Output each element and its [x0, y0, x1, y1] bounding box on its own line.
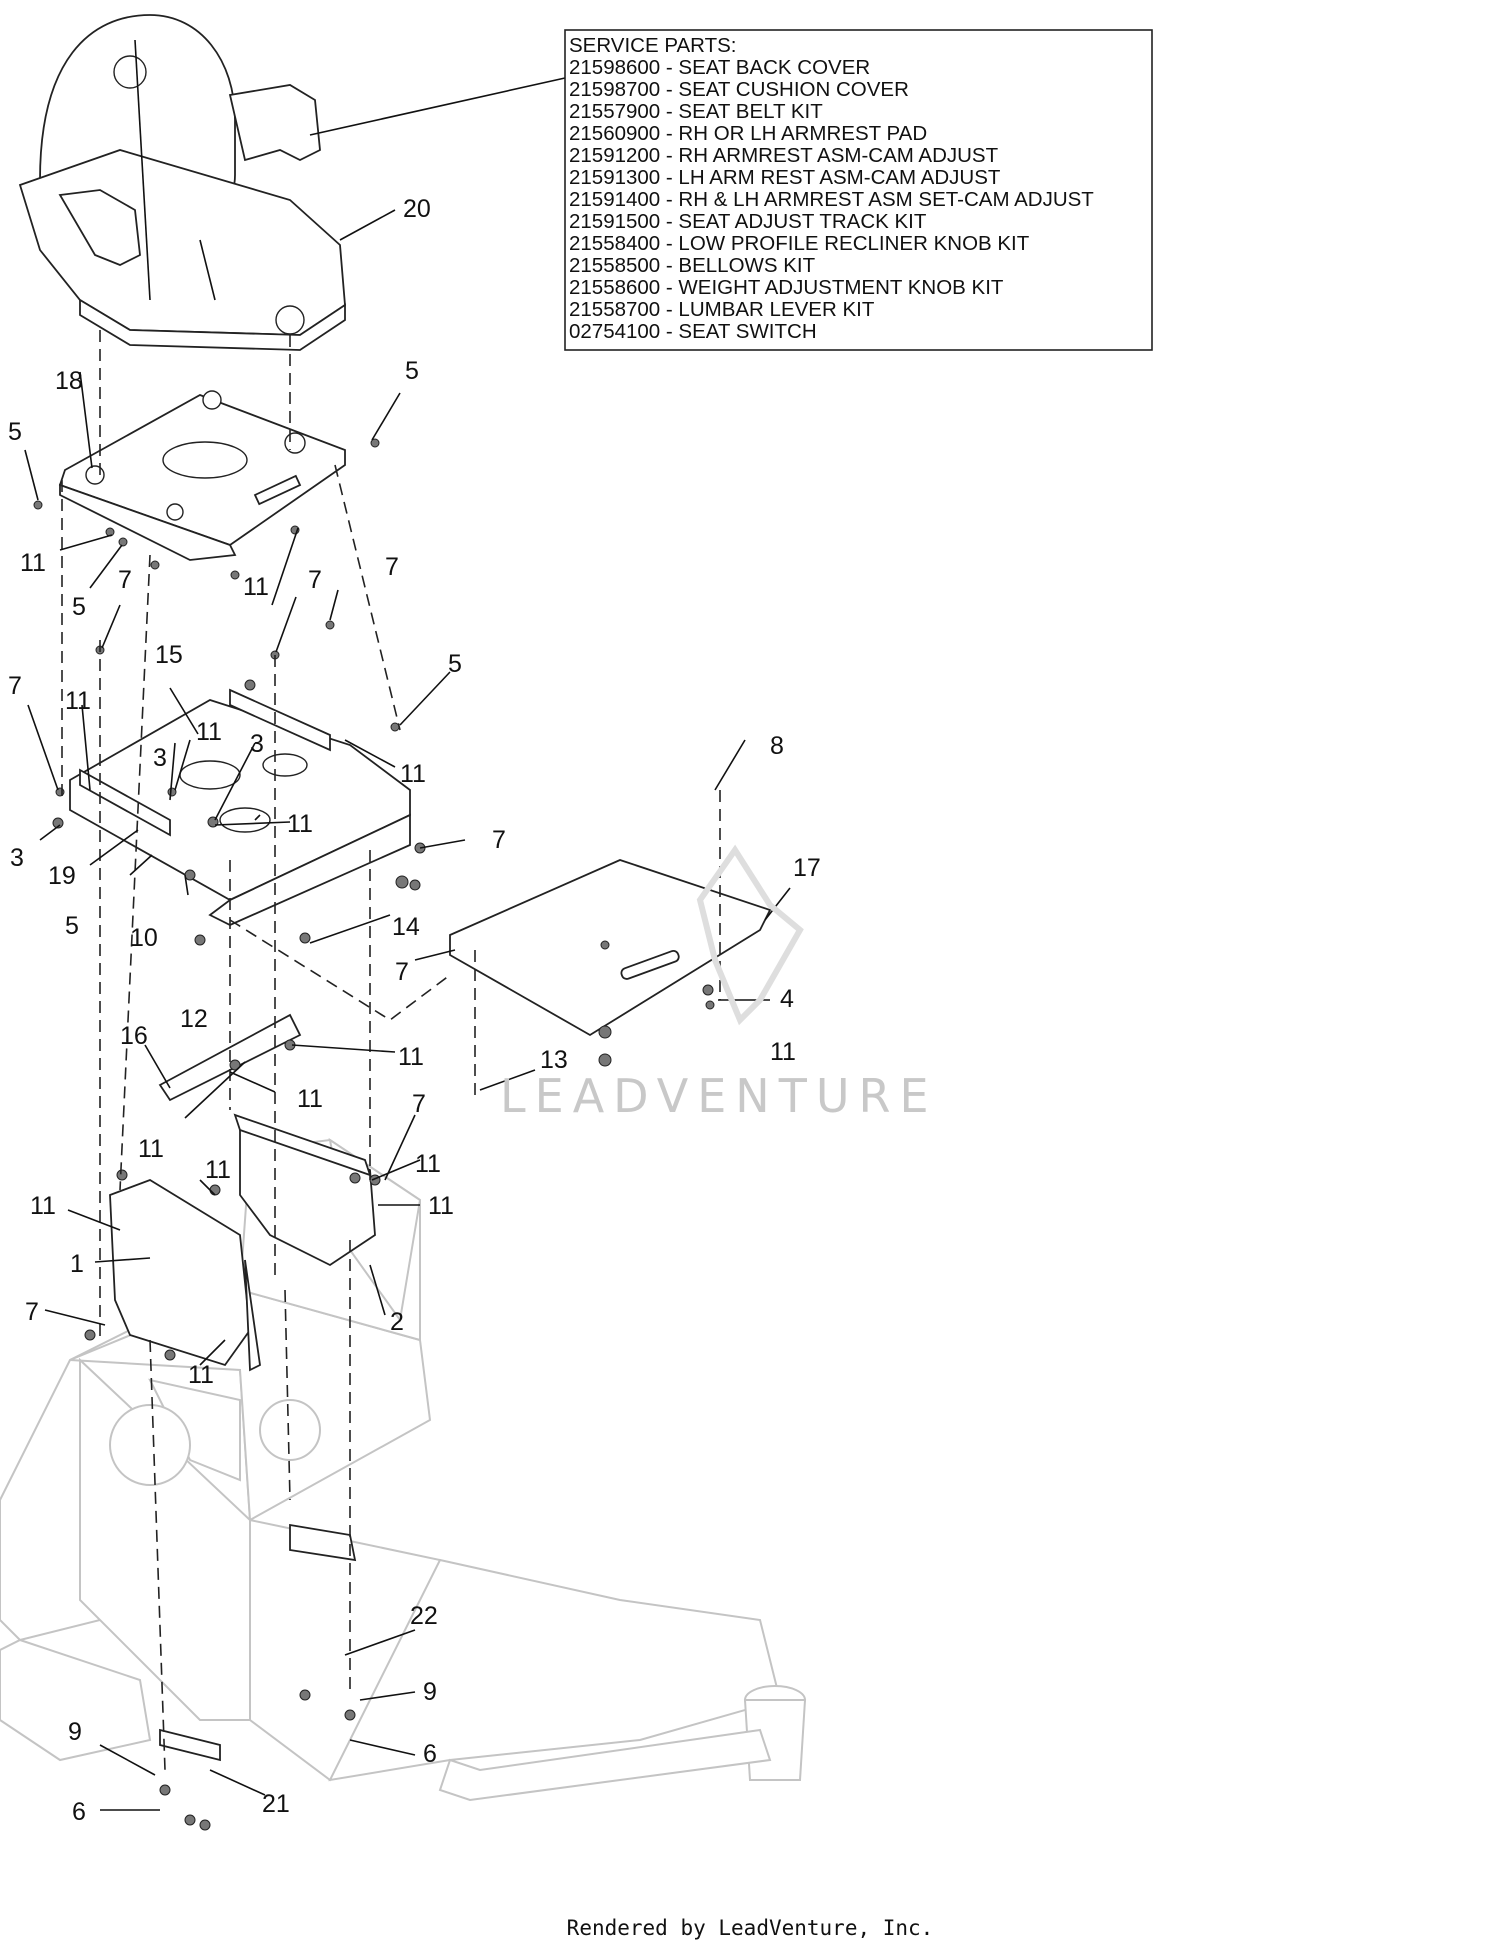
callout-label: 11 — [243, 573, 269, 601]
seat-slide-plate — [69, 688, 411, 926]
callout-label: 9 — [68, 1718, 82, 1746]
leader-lines — [24, 77, 791, 1811]
lower-brackets — [109, 1013, 376, 1762]
service-part-line: 21558400 - LOW PROFILE RECLINER KNOB KIT — [569, 232, 1030, 255]
callout-label: 5 — [72, 593, 86, 621]
callout-label: 18 — [55, 367, 83, 395]
service-parts-title: SERVICE PARTS: — [569, 34, 736, 57]
service-part-line: 02754100 - SEAT SWITCH — [569, 320, 817, 343]
callout-label: 7 — [385, 553, 399, 581]
callout-label: 15 — [155, 641, 183, 669]
service-part-line: 21558700 - LUMBAR LEVER KIT — [569, 298, 875, 321]
callout-label: 5 — [65, 912, 79, 940]
service-part-line: 21591400 - RH & LH ARMREST ASM SET-CAM A… — [569, 188, 1094, 211]
callout-labels: 20 18 5 5 11 5 7 11 7 7 15 5 7 11 11 3 3… — [8, 195, 821, 1826]
service-part-line: 21557900 - SEAT BELT KIT — [569, 100, 823, 123]
callout-label: 17 — [793, 854, 821, 882]
callout-label: 11 — [196, 718, 222, 746]
seat-assembly — [18, 14, 346, 351]
callout-label: 7 — [412, 1090, 426, 1118]
render-credit: Rendered by LeadVenture, Inc. — [566, 1916, 934, 1940]
callout-label: 11 — [428, 1192, 454, 1220]
callout-label: 21 — [262, 1790, 290, 1818]
callout-label: 2 — [390, 1308, 404, 1336]
callout-label: 11 — [398, 1043, 424, 1071]
callout-label: 1 — [70, 1250, 84, 1278]
callout-label: 16 — [120, 1022, 148, 1050]
seat-mount-plate — [58, 390, 346, 561]
callout-label: 7 — [492, 826, 506, 854]
floor-pan — [449, 859, 772, 1037]
callout-label: 22 — [410, 1602, 438, 1630]
callout-label: 11 — [30, 1192, 56, 1220]
callout-label: 19 — [48, 862, 76, 890]
callout-label: 5 — [405, 357, 419, 385]
callout-label: 9 — [423, 1678, 437, 1706]
callout-label: 4 — [780, 985, 794, 1013]
callout-label: 13 — [540, 1046, 568, 1074]
callout-label: 11 — [205, 1156, 231, 1184]
callout-label: 8 — [770, 732, 784, 760]
callout-label: 11 — [297, 1085, 323, 1113]
service-part-line: 21598700 - SEAT CUSHION COVER — [569, 78, 909, 101]
alignment-lines — [61, 330, 721, 1771]
callout-label: 11 — [770, 1038, 796, 1066]
callout-label: 5 — [448, 650, 462, 678]
callout-label: 3 — [153, 744, 167, 772]
callout-label: 11 — [188, 1361, 214, 1389]
service-part-line: 21560900 - RH OR LH ARMREST PAD — [569, 122, 927, 145]
callout-label: 3 — [250, 730, 264, 758]
callout-label: 7 — [118, 566, 132, 594]
callout-label: 12 — [180, 1005, 208, 1033]
callout-label: 7 — [25, 1298, 39, 1326]
callout-label: 11 — [400, 760, 426, 788]
callout-label: 11 — [138, 1135, 164, 1163]
callout-label: 7 — [308, 566, 322, 594]
callout-label: 3 — [10, 844, 24, 872]
callout-label: 11 — [65, 687, 91, 715]
service-part-line: 21558600 - WEIGHT ADJUSTMENT KNOB KIT — [569, 276, 1004, 299]
callout-label: 7 — [395, 958, 409, 986]
service-part-line: 21591200 - RH ARMREST ASM-CAM ADJUST — [569, 144, 999, 167]
callout-label: 5 — [8, 418, 22, 446]
callout-label: 10 — [130, 924, 158, 952]
service-part-line: 21598600 - SEAT BACK COVER — [569, 56, 870, 79]
callout-label: 14 — [392, 913, 420, 941]
service-parts-box: SERVICE PARTS: 21598600 - SEAT BACK COVE… — [564, 29, 1153, 351]
hardware-fasteners — [33, 438, 715, 1831]
service-part-line: 21558500 - BELLOWS KIT — [569, 254, 816, 277]
service-part-line: 21591500 - SEAT ADJUST TRACK KIT — [569, 210, 927, 233]
callout-label: 20 — [403, 195, 431, 223]
callout-label: 7 — [8, 672, 22, 700]
watermark: LEADVENTURE — [500, 844, 938, 1123]
service-part-line: 21591300 - LH ARM REST ASM-CAM ADJUST — [569, 166, 1001, 189]
callout-label: 11 — [287, 810, 313, 838]
callout-label: 11 — [20, 549, 46, 577]
callout-label: 6 — [423, 1740, 437, 1768]
callout-label: 11 — [415, 1150, 441, 1178]
watermark-text: LEADVENTURE — [500, 1069, 938, 1123]
callout-label: 6 — [72, 1798, 86, 1826]
